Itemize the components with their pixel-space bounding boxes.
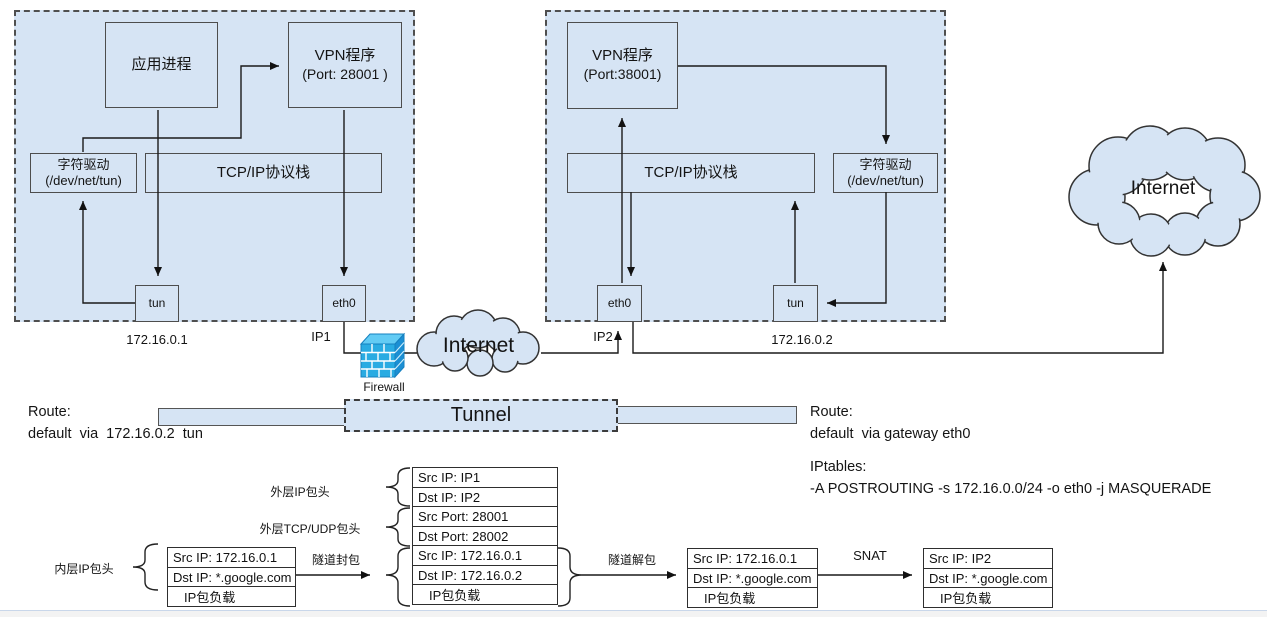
brace-outer-ip-header-icon — [385, 467, 411, 507]
route-right-rule: default via gateway eth0 — [810, 426, 971, 442]
vpn-program-a-label: VPN程序 — [314, 46, 376, 64]
iptables-rule: -A POSTROUTING -s 172.16.0.0/24 -o eth0 … — [810, 481, 1212, 497]
tun-a-box: tun — [135, 285, 179, 322]
internet-left-label: Internet — [442, 334, 515, 357]
packet-decapsulated: Src IP: 172.16.0.1 Dst IP: *.google.com … — [687, 548, 818, 608]
eth0-b-box: eth0 — [597, 285, 642, 322]
char-driver-b-dev: (/dev/net/tun) — [847, 173, 924, 188]
char-driver-b-label: 字符驱动 — [859, 156, 912, 172]
packet-snat: Src IP: IP2 Dst IP: *.google.com IP包负载 — [923, 548, 1053, 608]
host-b-tun-ip-label: 172.16.0.2 — [771, 332, 833, 347]
char-driver-b-box: 字符驱动 (/dev/net/tun) — [833, 153, 938, 193]
tcpip-stack-b-label: TCP/IP协议栈 — [644, 163, 738, 181]
tun-a-label: tun — [148, 296, 166, 310]
window-bottom-strip — [0, 610, 1267, 617]
tcpip-stack-a-box: TCP/IP协议栈 — [145, 153, 382, 193]
app-process-label: 应用进程 — [131, 55, 192, 73]
internet-right-label: Internet — [1130, 178, 1196, 199]
tcpip-stack-b-box: TCP/IP协议栈 — [567, 153, 815, 193]
packet-row: Dst IP: IP2 — [412, 486, 558, 508]
char-driver-a-dev: (/dev/net/tun) — [45, 173, 122, 188]
vpn-program-b-label: VPN程序 — [592, 47, 653, 65]
packet-row: Src Port: 28001 — [412, 506, 558, 527]
route-note-left: Route: default via 172.16.0.2 tun — [28, 401, 203, 445]
packet-encapsulated: Src IP: IP1 Dst IP: IP2 Src Port: 28001 … — [412, 467, 558, 605]
packet-original: Src IP: 172.16.0.1 Dst IP: *.google.com … — [167, 547, 296, 607]
brace-inner-packet-left-icon — [385, 547, 411, 607]
packet-row: IP包负载 — [923, 587, 1053, 608]
tunnel-box: Tunnel — [344, 399, 618, 432]
iptables-note: IPtables: -A POSTROUTING -s 172.16.0.0/2… — [810, 456, 1211, 500]
snat-label: SNAT — [853, 548, 887, 563]
firewall-label: Firewall — [363, 380, 405, 394]
inner-ip-header-label: 内层IP包头 — [54, 562, 114, 576]
packet-row: Src IP: 172.16.0.1 — [412, 545, 558, 566]
outer-tcp-udp-header-label: 外层TCP/UDP包头 — [259, 522, 361, 536]
route-left-title: Route: — [28, 404, 71, 420]
vpn-program-a-port: (Port: 28001 ) — [302, 65, 388, 82]
packet-row: Dst IP: 172.16.0.2 — [412, 564, 558, 586]
tun-b-box: tun — [773, 285, 818, 322]
packet-row: IP包负载 — [167, 586, 296, 607]
route-left-rule: default via 172.16.0.2 tun — [28, 426, 203, 442]
brace-outer-tcp-udp-header-icon — [385, 507, 411, 547]
brace-inner-packet-right-icon — [557, 547, 583, 607]
packet-row: IP包负载 — [687, 587, 818, 608]
host-a-tun-ip-label: 172.16.0.1 — [126, 332, 188, 347]
app-process-box: 应用进程 — [105, 22, 218, 108]
packet-row: Src IP: IP1 — [412, 467, 558, 488]
eth0-a-box: eth0 — [322, 285, 366, 322]
char-driver-a-box: 字符驱动 (/dev/net/tun) — [30, 153, 137, 193]
host-b-eth-ip-label: IP2 — [593, 329, 613, 344]
tun-b-label: tun — [787, 296, 804, 310]
tunnel-label: Tunnel — [450, 404, 512, 426]
eth0-a-label: eth0 — [332, 296, 356, 310]
eth0-b-label: eth0 — [607, 296, 632, 310]
char-driver-a-label: 字符驱动 — [57, 156, 110, 172]
packet-row: Src IP: 172.16.0.1 — [687, 548, 818, 569]
route-note-right: Route: default via gateway eth0 — [810, 401, 970, 445]
iptables-title: IPtables: — [810, 459, 867, 475]
packet-row: Dst IP: *.google.com — [687, 567, 818, 589]
packet-row: Dst Port: 28002 — [412, 525, 558, 547]
outer-ip-header-label: 外层IP包头 — [270, 485, 330, 499]
route-right-title: Route: — [810, 404, 853, 420]
tunnel-bar-right — [617, 406, 797, 424]
firewall-icon — [359, 332, 406, 379]
encapsulate-label: 隧道封包 — [311, 553, 360, 567]
packet-row: Dst IP: *.google.com — [167, 566, 296, 588]
vpn-program-b-box: VPN程序 (Port:38001) — [567, 22, 678, 109]
tcpip-stack-a-label: TCP/IP协议栈 — [216, 163, 311, 181]
packet-row: Src IP: IP2 — [923, 548, 1053, 569]
decapsulate-label: 隧道解包 — [607, 553, 656, 567]
packet-row: Src IP: 172.16.0.1 — [167, 547, 296, 568]
vpn-program-b-port: (Port:38001) — [583, 66, 662, 83]
host-a-eth-ip-label: IP1 — [311, 329, 331, 344]
link-eth0-a-to-internet — [343, 322, 417, 354]
packet-row: Dst IP: *.google.com — [923, 567, 1053, 589]
packet-row: IP包负载 — [412, 584, 558, 605]
vpn-program-a-box: VPN程序 (Port: 28001 ) — [288, 22, 402, 108]
